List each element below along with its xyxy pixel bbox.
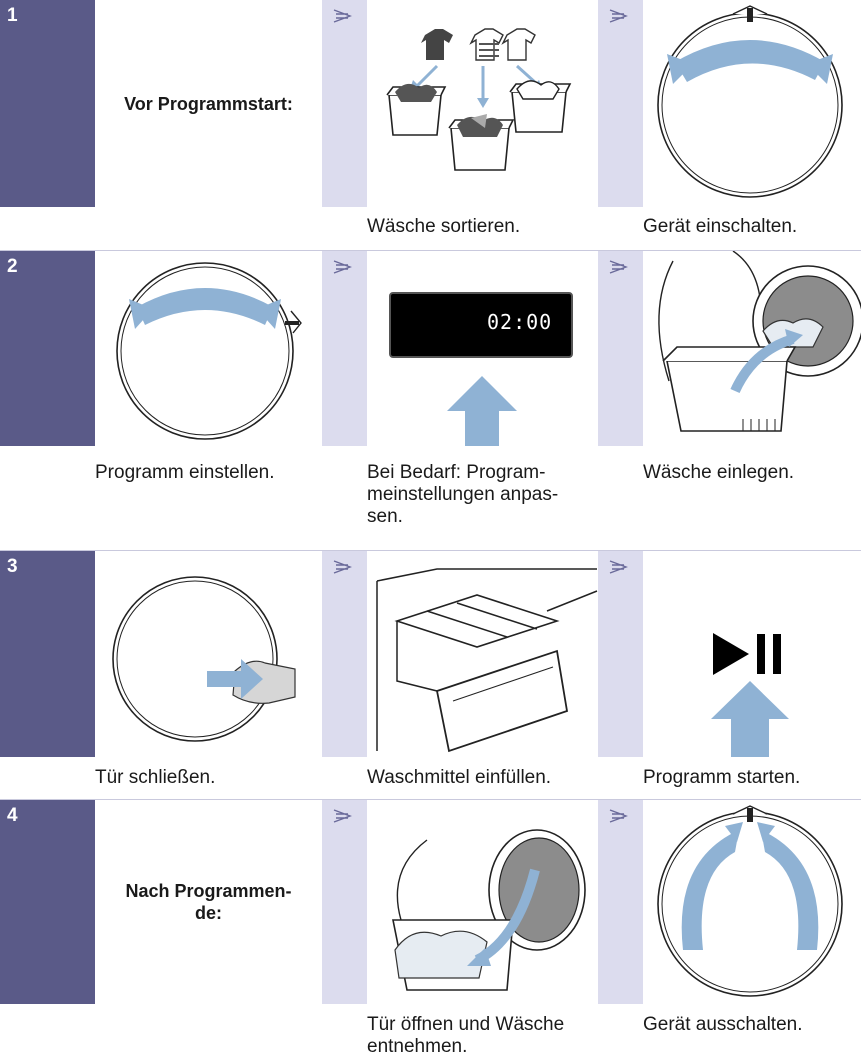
step-caption: Tür öffnen und Wäsche entnehmen. xyxy=(367,1014,565,1057)
double-arrow-right-icon xyxy=(609,9,628,23)
double-arrow-right-icon xyxy=(333,560,352,574)
step-gap xyxy=(322,251,367,446)
row-divider xyxy=(0,799,861,800)
step-intro-text: Vor Programmstart: xyxy=(124,93,293,114)
step-number: 2 xyxy=(0,251,95,446)
power-on-illustration xyxy=(643,0,861,207)
display-time-readout: 02:00 xyxy=(487,310,553,334)
step-intro-text: Nach Programmen- de: xyxy=(125,881,292,923)
step-gap xyxy=(598,800,643,1004)
step-number: 1 xyxy=(0,0,95,207)
step-gap xyxy=(322,800,367,1004)
step-gap xyxy=(598,551,643,757)
row-divider xyxy=(0,550,861,551)
program-select-illustration xyxy=(95,251,326,446)
step-gap xyxy=(598,251,643,446)
step-caption: Waschmittel einfüllen. xyxy=(367,767,552,788)
double-arrow-right-icon xyxy=(609,560,628,574)
double-arrow-right-icon xyxy=(333,809,352,823)
step-gap xyxy=(598,0,643,207)
play-pause-icon xyxy=(713,633,781,675)
step-caption: Bei Bedarf: Program- meinstellungen anpa… xyxy=(367,462,559,527)
double-arrow-right-icon xyxy=(333,260,352,274)
step-gap xyxy=(322,551,367,757)
close-door-illustration xyxy=(95,551,326,757)
unload-laundry-illustration xyxy=(367,800,598,1004)
double-arrow-right-icon xyxy=(609,809,628,823)
step-caption: Gerät einschalten. xyxy=(643,216,798,237)
row-divider xyxy=(0,250,861,251)
step-caption: Programm einstellen. xyxy=(95,462,275,483)
sort-laundry-illustration xyxy=(367,0,598,207)
detergent-drawer-illustration xyxy=(367,551,598,757)
display-adjust-illustration: 02:00 xyxy=(367,251,598,446)
step-caption: Wäsche sortieren. xyxy=(367,216,521,237)
step-caption: Tür schließen. xyxy=(95,767,216,788)
load-laundry-illustration xyxy=(643,251,861,446)
double-arrow-right-icon xyxy=(333,9,352,23)
power-off-illustration xyxy=(643,800,861,1004)
step-caption: Wäsche einlegen. xyxy=(643,462,795,483)
step-number: 4 xyxy=(0,800,95,1004)
double-arrow-right-icon xyxy=(609,260,628,274)
start-program-illustration xyxy=(643,551,861,757)
display-screen xyxy=(389,292,573,358)
step-caption: Gerät ausschalten. xyxy=(643,1014,803,1035)
step-caption: Programm starten. xyxy=(643,767,801,788)
step-number: 3 xyxy=(0,551,95,757)
step-gap xyxy=(322,0,367,207)
